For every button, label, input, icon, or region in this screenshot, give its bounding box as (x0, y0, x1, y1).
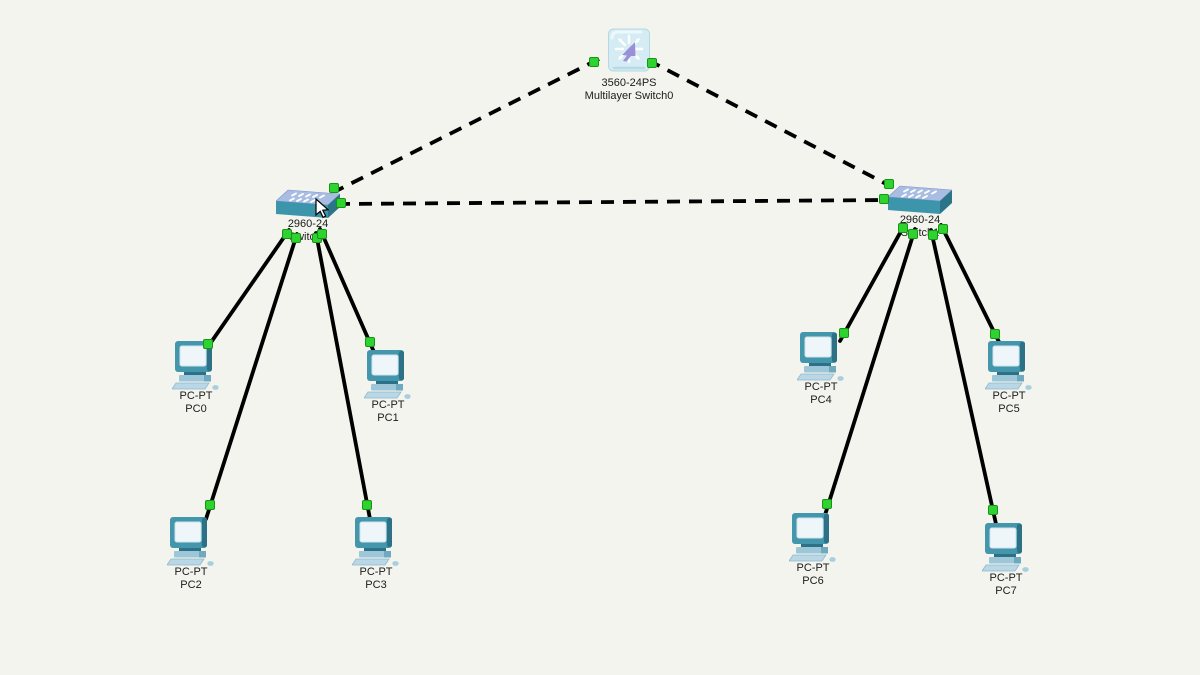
device-label: PC-PT PC7 (990, 572, 1023, 598)
link-up-dot (362, 500, 372, 510)
device-label: PC-PT PC3 (360, 566, 393, 592)
link-sw0-pc2[interactable] (204, 232, 299, 521)
device-name: PC7 (995, 585, 1017, 597)
link-up-dot (839, 328, 849, 338)
device-pc0[interactable]: PC-PT PC0 (172, 340, 220, 415)
link-sw0-pc3[interactable] (314, 231, 372, 521)
link-up-dot (988, 505, 998, 515)
link-up-dot (365, 337, 375, 347)
device-label: PC-PT PC6 (797, 562, 830, 588)
link-sw0-sw1[interactable] (336, 198, 891, 206)
device-model: PC-PT (174, 566, 208, 578)
device-model: PC-PT (992, 390, 1026, 402)
link-sw1-pc5[interactable] (939, 223, 1002, 346)
device-label: PC-PT PC2 (175, 566, 208, 592)
device-model: 2960-24 (287, 218, 329, 230)
device-model: PC-PT (359, 566, 393, 578)
device-model: PC-PT (804, 381, 838, 393)
link-up-dot (990, 329, 1000, 339)
device-pc4[interactable]: PC-PT PC4 (797, 331, 845, 406)
link-up-dot (928, 230, 938, 240)
link-up-dot (329, 183, 339, 193)
device-name: PC4 (810, 394, 832, 406)
link-sw0-pc1[interactable] (318, 227, 376, 354)
link-up-dot (336, 198, 346, 208)
device-pc1[interactable]: PC-PT PC1 (364, 349, 412, 424)
device-label: PC-PT PC1 (372, 399, 405, 425)
link-sw1-pc7[interactable] (929, 228, 998, 526)
device-label: PC-PT PC4 (805, 381, 838, 407)
link-up-dot (879, 194, 889, 204)
device-model: 2960-24 (899, 214, 941, 226)
device-model: 3560-24PS (601, 77, 657, 89)
link-sw1-pc6[interactable] (823, 227, 917, 517)
link-up-dot (884, 179, 894, 189)
link-up-dot (317, 229, 327, 239)
link-sw0-pc0[interactable] (203, 228, 291, 353)
link-up-dot (291, 233, 301, 243)
device-pc5[interactable]: PC-PT PC5 (985, 340, 1033, 415)
link-up-dot (205, 500, 215, 510)
link-up-dot (908, 229, 918, 239)
device-name: PC2 (180, 579, 202, 591)
device-pc2[interactable]: PC-PT PC2 (167, 516, 215, 591)
device-model: PC-PT (179, 390, 213, 402)
link-up-dot (822, 499, 832, 509)
device-label: PC-PT PC0 (180, 390, 213, 416)
link-up-dot (647, 58, 657, 68)
device-pc7[interactable]: PC-PT PC7 (982, 522, 1030, 597)
link-mls0-sw0[interactable] (335, 57, 600, 193)
device-name: PC5 (998, 403, 1020, 415)
device-pc6[interactable]: PC-PT PC6 (789, 512, 837, 587)
device-name: PC0 (185, 403, 207, 415)
device-name: PC6 (802, 575, 824, 587)
link-sw1-pc4[interactable] (838, 222, 907, 343)
link-up-dot (203, 339, 213, 349)
device-name: PC3 (365, 579, 387, 591)
device-model: PC-PT (796, 562, 830, 574)
device-name: PC1 (377, 412, 399, 424)
device-label: 3560-24PS Multilayer Switch0 (585, 77, 674, 103)
link-up-dot (938, 224, 948, 234)
device-multilayer-switch0[interactable]: 3560-24PS Multilayer Switch0 (585, 27, 673, 102)
device-model: PC-PT (989, 572, 1023, 584)
device-name: Multilayer Switch0 (584, 90, 674, 102)
mouse-cursor-icon (315, 197, 330, 219)
link-up-dot (898, 223, 908, 233)
device-model: PC-PT (371, 399, 405, 411)
link-mls0-sw1[interactable] (647, 58, 893, 189)
device-pc3[interactable]: PC-PT PC3 (352, 516, 400, 591)
device-label: PC-PT PC5 (993, 390, 1026, 416)
link-up-dot (589, 57, 599, 67)
